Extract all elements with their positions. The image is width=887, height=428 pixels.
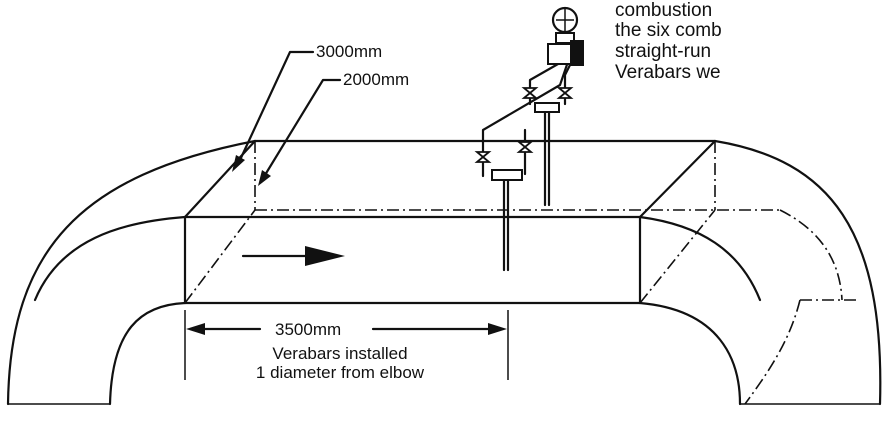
leader-2000-head: [258, 170, 271, 186]
hidden-right-elbow: [779, 209, 843, 301]
left-elbow-outer: [6, 139, 257, 406]
hidden-right-elbow-low: [744, 299, 801, 405]
right-elbow-outer: [713, 139, 882, 406]
label-2000mm: 2000mm: [343, 70, 410, 89]
hidden-left-diag: [184, 209, 256, 304]
caption-line-1: Verabars installed: [272, 344, 408, 363]
body-text-line-4: Verabars we: [615, 62, 721, 83]
duct-right-slant: [638, 139, 717, 219]
label-3000mm: 3000mm: [316, 42, 383, 61]
right-elbow-inner: [638, 301, 742, 406]
leader-2000: [263, 78, 342, 177]
flow-arrow-head: [305, 246, 345, 266]
right-elbow-front: [638, 215, 762, 302]
body-text-line-2: the six comb: [615, 20, 722, 41]
transmitter-icon: [547, 6, 584, 66]
body-text-line-3: straight-run: [615, 41, 712, 62]
label-3500mm: 3500mm: [275, 320, 342, 339]
body-text-line-1: combustion: [615, 0, 713, 21]
left-elbow-inner: [108, 301, 187, 406]
leader-3000-head: [232, 155, 245, 172]
caption-line-2: 1 diameter from elbow: [255, 363, 425, 382]
hidden-right-diag: [639, 209, 716, 304]
verabar-probe-back: [521, 53, 577, 207]
verabar-probe-front: [474, 48, 574, 272]
left-elbow-front: [33, 215, 187, 302]
leader-3000: [238, 50, 315, 162]
